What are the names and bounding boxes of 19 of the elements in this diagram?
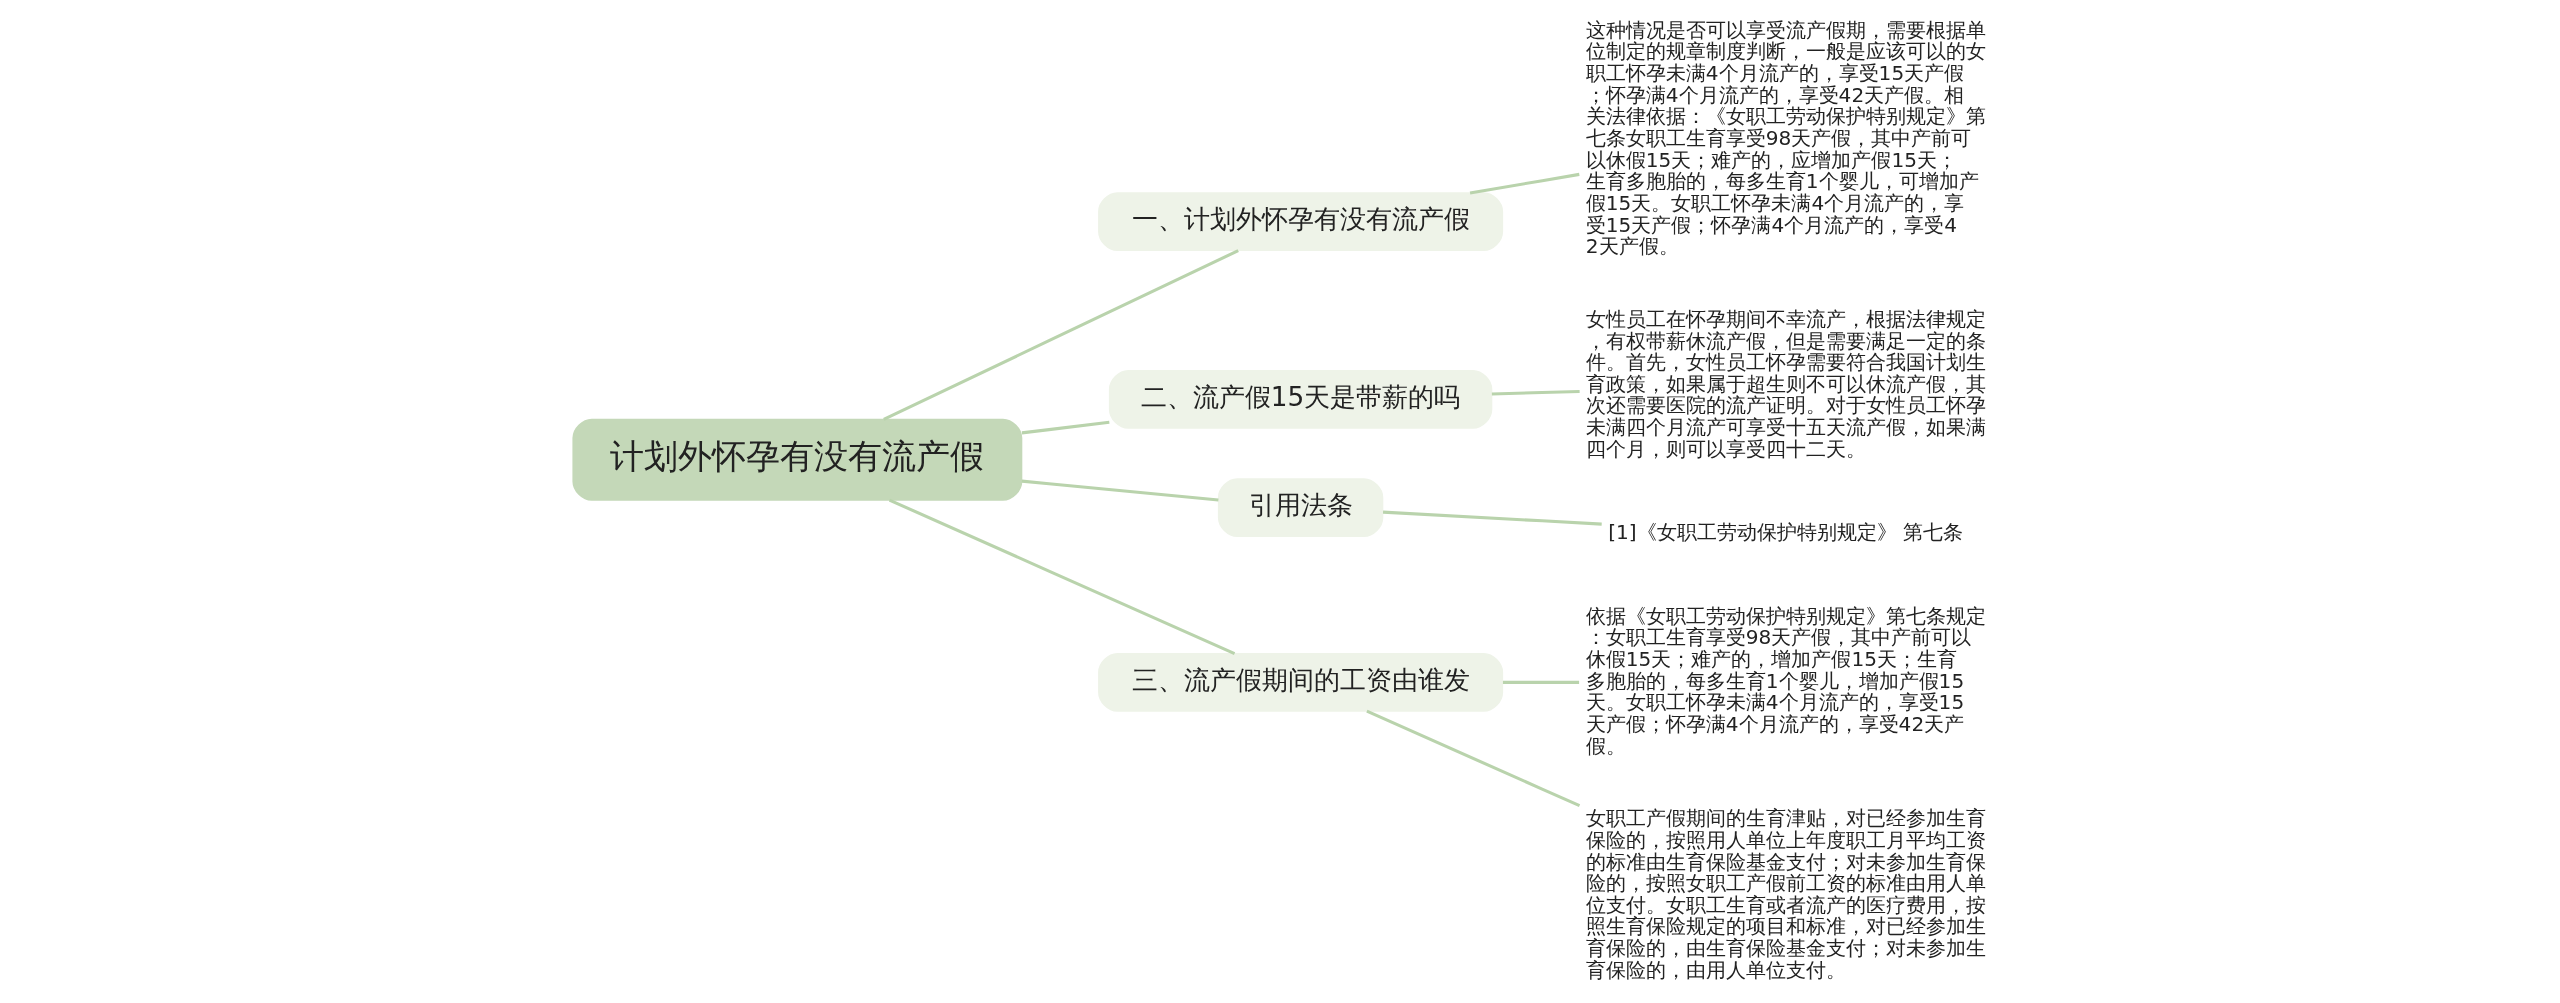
node-box: 二、流产假15天是带薪的吗 bbox=[1108, 370, 1492, 429]
connector bbox=[1469, 172, 1580, 195]
node-text: 女性员工在怀孕期间不幸流产，根据法律规定，有权带薪休流产假，但是需要满足一定的条件。首先，女性员工怀孕需要符合我国计划生育政策，如果属于超生则不可以休流产假，其次还需要医院的流产证明。对于女性员工怀孕未满四个月流产可享受十五天流产假，如果满四个月，则可以享受四十二天。 bbox=[1585, 306, 1986, 461]
node-text: 女职工产假期间的生育津贴，对已经参加生育保险的，按照用人单位上年度职工月平均工资的标准由生育保险基金支付；对未参加生育保险的，按照女职工产假前工资的标准由用人单位支付。女职工生育或者流产的医疗费用，按照生育保险规定的项目和标准，对已经参加生育保险的，由生育保险基金支付；对未参加生育保险的，由用人单位支付。 bbox=[1585, 806, 1986, 982]
connector bbox=[882, 249, 1239, 421]
connector bbox=[1382, 510, 1602, 526]
node-text: 依据《女职工劳动保护特别规定》第七条规定：女职工生育享受98天产假，其中产前可以休假15天；难产的，增加产假15天；生育多胞胎的，每多生育1个婴儿，增加产假15天。女职工怀孕未满4个月流产的，享受15天产假；怀孕满4个月流产的，享受42天产假。 bbox=[1585, 603, 1986, 758]
connector bbox=[1021, 420, 1109, 435]
connector bbox=[888, 498, 1235, 656]
node-text: [1]《女职工劳动保护特别规定》 第七条 bbox=[1607, 520, 1963, 545]
connector bbox=[1502, 680, 1579, 684]
connector bbox=[1021, 479, 1219, 502]
connector bbox=[1491, 389, 1580, 396]
connector bbox=[1365, 709, 1580, 808]
node-box: 引用法条 bbox=[1217, 478, 1383, 538]
node-box: 三、流产假期间的工资由谁发 bbox=[1097, 653, 1503, 712]
node-text: 这种情况是否可以享受流产假期，需要根据单位制定的规章制度判断，一般是应该可以的女职工怀孕未满4个月流产的，享受15天产假；怀孕满4个月流产的，享受42天产假。相关法律依据：《女职工劳动保护特别规定》第七条女职工生育享受98天产假，其中产前可以休假15天；难产的，应增加产假15天；生育多胞胎的，每多生育1个婴儿，可增加产假15天。女职工怀孕未满4个月流产的，享受15天产假；怀孕满4个月流产的，享受42天产假。 bbox=[1585, 17, 1986, 259]
node-box: 计划外怀孕有没有流产假 bbox=[571, 418, 1022, 501]
node-box: 一、计划外怀孕有没有流产假 bbox=[1097, 192, 1503, 252]
